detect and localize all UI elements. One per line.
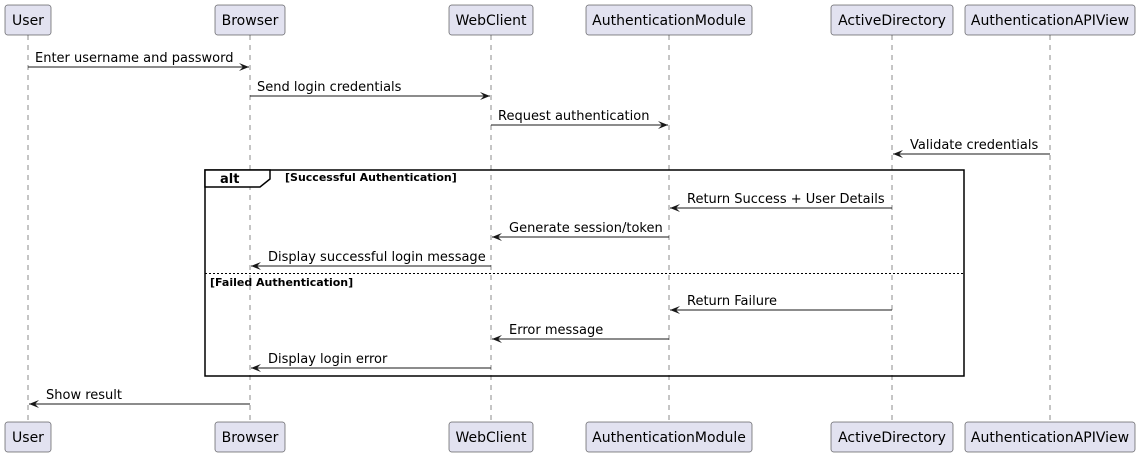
participant-label: ActiveDirectory — [838, 430, 946, 446]
arrowhead-icon — [658, 121, 668, 129]
alt-frame-tab — [204, 169, 271, 188]
message-label: Display successful login message — [268, 250, 486, 265]
participant-label: User — [12, 13, 44, 29]
message-label: Generate session/token — [509, 221, 663, 236]
participant-label: AuthenticationAPIView — [971, 13, 1129, 29]
message-label: Send login credentials — [257, 80, 402, 95]
participant-box — [964, 4, 1136, 36]
message-label: Validate credentials — [910, 138, 1039, 153]
message-9: Error message — [492, 323, 669, 343]
participant-label: Browser — [222, 13, 279, 29]
participant-webclient-bottom: WebClient — [448, 421, 534, 453]
participant-browser-bottom: Browser — [214, 421, 286, 453]
participant-label: Browser — [222, 430, 279, 446]
participant-label: WebClient — [455, 430, 527, 446]
message-label: Enter username and password — [35, 51, 233, 66]
participant-box — [830, 421, 954, 453]
alt-keyword: alt — [220, 172, 239, 187]
lifelines — [27, 35, 1051, 422]
participant-box — [448, 421, 534, 453]
participant-apiview-bottom: AuthenticationAPIView — [964, 421, 1136, 453]
message-5: Return Success + User Details — [670, 192, 892, 212]
message-label: Request authentication — [498, 109, 649, 124]
alt-fragment: alt [Successful Authentication] [Failed … — [204, 169, 965, 377]
participant-label: AuthenticationAPIView — [971, 430, 1129, 446]
participant-authmodule-top: AuthenticationModule — [585, 4, 753, 36]
participant-box — [448, 4, 534, 36]
participant-user-top: User — [4, 4, 52, 36]
participant-box — [830, 4, 954, 36]
participant-ad-bottom: ActiveDirectory — [830, 421, 954, 453]
message-6: Generate session/token — [492, 221, 669, 241]
message-label: Return Failure — [687, 294, 777, 309]
participant-box — [4, 4, 52, 36]
participant-label: AuthenticationModule — [592, 430, 746, 446]
message-label: Return Success + User Details — [687, 192, 885, 207]
participant-box — [585, 421, 753, 453]
arrowhead-icon — [670, 204, 680, 212]
arrowhead-icon — [480, 92, 490, 100]
message-10: Display login error — [251, 352, 491, 372]
participant-box — [214, 4, 286, 36]
arrowhead-icon — [239, 63, 249, 71]
participants-bottom: User Browser WebClient AuthenticationModule… — [4, 421, 1136, 453]
message-label: Show result — [46, 388, 122, 403]
message-4: Validate credentials — [893, 138, 1050, 158]
participant-user-bottom: User — [4, 421, 52, 453]
participant-label: ActiveDirectory — [838, 13, 946, 29]
message-label: Error message — [509, 323, 603, 338]
message-2: Send login credentials — [250, 80, 490, 100]
participant-webclient-top: WebClient — [448, 4, 534, 36]
arrowhead-icon — [251, 262, 261, 270]
alt-guard-success: [Successful Authentication] — [285, 171, 457, 184]
arrowhead-icon — [893, 150, 903, 158]
participant-browser-top: Browser — [214, 4, 286, 36]
arrowhead-icon — [670, 306, 680, 314]
participant-label: User — [12, 430, 44, 446]
arrowhead-icon — [492, 335, 502, 343]
participant-box — [4, 421, 52, 453]
participant-label: AuthenticationModule — [592, 13, 746, 29]
message-3: Request authentication — [491, 109, 668, 129]
arrowhead-icon — [492, 233, 502, 241]
participant-box — [585, 4, 753, 36]
participant-ad-top: ActiveDirectory — [830, 4, 954, 36]
alt-guard-failure: [Failed Authentication] — [210, 276, 353, 289]
participant-box — [964, 421, 1136, 453]
participant-authmodule-bottom: AuthenticationModule — [585, 421, 753, 453]
message-7: Display successful login message — [251, 250, 491, 270]
arrowhead-icon — [251, 364, 261, 372]
participants-top: User Browser WebClient AuthenticationModule… — [4, 4, 1136, 36]
message-label: Display login error — [268, 352, 388, 367]
arrowhead-icon — [29, 400, 39, 408]
participant-box — [214, 421, 286, 453]
message-11: Show result — [29, 388, 250, 408]
participant-label: WebClient — [455, 13, 527, 29]
message-1: Enter username and password — [28, 51, 249, 71]
message-8: Return Failure — [670, 294, 892, 314]
participant-apiview-top: AuthenticationAPIView — [964, 4, 1136, 36]
